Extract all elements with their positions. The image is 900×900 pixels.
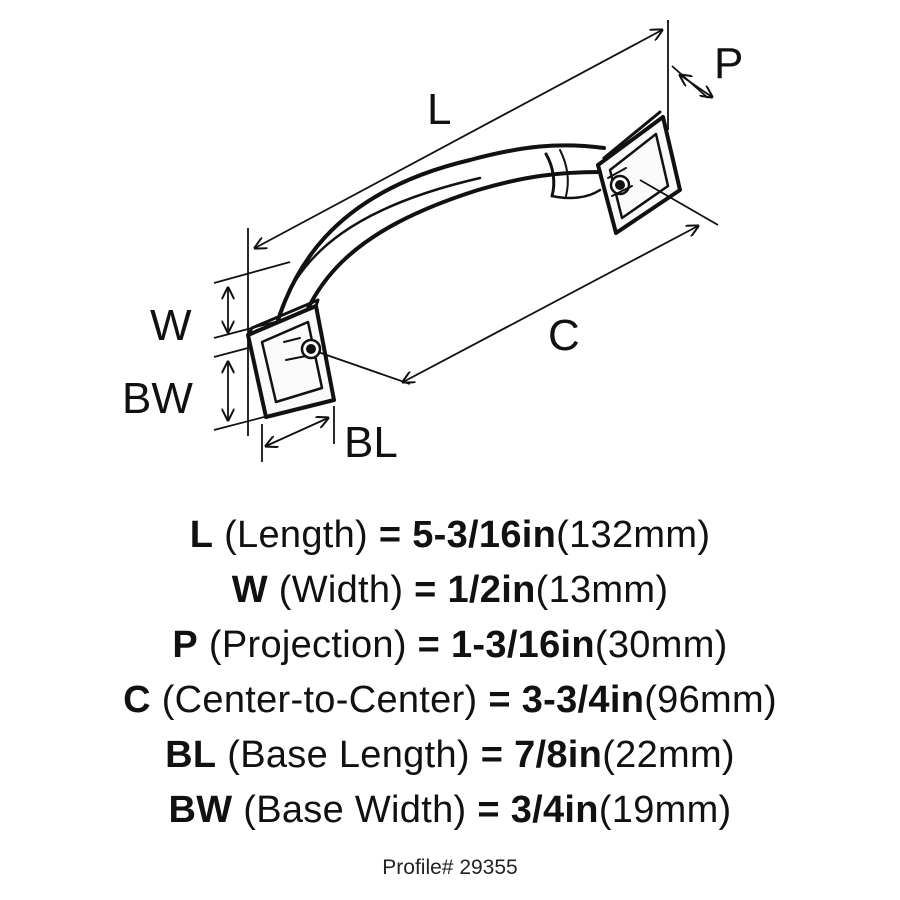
- spec-list: L (Length) = 5-3/16in(132mm) W (Width) =…: [0, 508, 900, 838]
- left-base: [246, 298, 336, 419]
- label-BL: BL: [344, 418, 398, 467]
- spec-base-length: BL (Base Length) = 7/8in(22mm): [0, 728, 900, 783]
- spec-imperial: 1-3/16in: [451, 624, 595, 666]
- pull-handle-diagram: L P W BW C BL: [122, 20, 743, 467]
- spec-metric: (22mm): [602, 734, 735, 776]
- spec-code: C: [123, 679, 151, 721]
- spec-metric: (96mm): [644, 679, 777, 721]
- spec-length: L (Length) = 5-3/16in(132mm): [0, 508, 900, 563]
- spec-equals: =: [378, 514, 402, 556]
- label-W: W: [150, 301, 192, 350]
- spec-code: L: [189, 514, 214, 556]
- right-base: [596, 110, 682, 235]
- spec-description: (Center-to-Center): [161, 679, 478, 721]
- spec-base-width: BW (Base Width) = 3/4in(19mm): [0, 783, 900, 838]
- spec-description: (Length): [224, 514, 369, 556]
- handle-drawing: [246, 110, 682, 419]
- spec-metric: (13mm): [535, 569, 669, 611]
- spec-center-to-center: C (Center-to-Center) = 3-3/4in(96mm): [0, 673, 900, 728]
- spec-metric: (132mm): [556, 514, 711, 556]
- spec-equals: =: [488, 679, 511, 721]
- spec-imperial: 1/2in: [447, 569, 536, 611]
- spec-projection: P (Projection) = 1-3/16in(30mm): [0, 618, 900, 673]
- spec-metric: (19mm): [598, 789, 732, 831]
- label-BW: BW: [122, 374, 193, 423]
- label-L: L: [427, 85, 451, 134]
- spec-imperial: 3/4in: [510, 789, 599, 831]
- spec-description: (Base Length): [227, 734, 470, 776]
- spec-code: BW: [168, 789, 233, 831]
- spec-description: (Projection): [208, 624, 407, 666]
- spec-code: W: [231, 569, 268, 611]
- label-P: P: [714, 39, 743, 88]
- spec-imperial: 5-3/16in: [412, 514, 557, 556]
- spec-description: (Width): [278, 569, 404, 611]
- spec-code: BL: [165, 734, 217, 776]
- dim-line-projection: [680, 75, 712, 97]
- spec-description: (Base Width): [243, 789, 467, 831]
- dimension-labels: L P W BW C BL: [122, 39, 743, 467]
- spec-equals: =: [477, 789, 500, 831]
- dim-line-center-to-center: [403, 226, 698, 382]
- spec-imperial: 3-3/4in: [521, 679, 645, 721]
- spec-equals: =: [417, 624, 441, 666]
- dim-line-length: [255, 30, 662, 248]
- spec-equals: =: [480, 734, 504, 776]
- dimension-lines: [213, 20, 719, 462]
- spec-imperial: 7/8in: [514, 734, 603, 776]
- spec-metric: (30mm): [594, 624, 728, 666]
- profile-number: Profile# 29355: [382, 856, 518, 879]
- spec-equals: =: [414, 569, 437, 611]
- spec-code: P: [172, 624, 199, 666]
- label-C: C: [548, 311, 580, 360]
- dim-line-base-length: [266, 418, 328, 446]
- spec-width: W (Width) = 1/2in(13mm): [0, 563, 900, 618]
